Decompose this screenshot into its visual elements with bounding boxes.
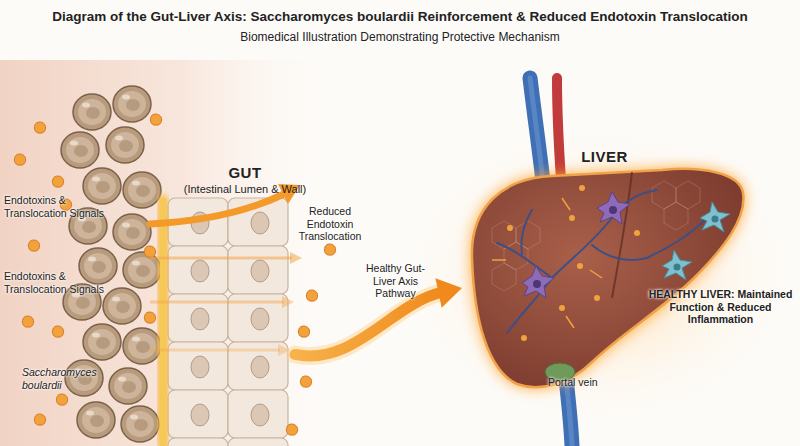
annotation-text: Endotoxins & Translocation Signals bbox=[4, 194, 116, 219]
hepatic-artery bbox=[557, 78, 561, 180]
epithelial-cell bbox=[228, 246, 288, 294]
yeast-cell bbox=[79, 248, 117, 284]
endotoxin-particle bbox=[144, 312, 155, 323]
arrow-head bbox=[278, 344, 290, 356]
gut-panel: GUT(Intestinal Lumen & Wall) bbox=[55, 160, 295, 446]
reduced-translocation-arrow bbox=[150, 257, 292, 260]
endotoxin-particle bbox=[306, 290, 317, 301]
subtitle: Biomedical Illustration Demonstrating Pr… bbox=[150, 31, 650, 44]
endotoxin-particle bbox=[14, 154, 25, 165]
translocation-arrow bbox=[150, 194, 284, 224]
yeast-cell bbox=[109, 368, 147, 404]
panel-subheading: (Intestinal Lumen & Wall) bbox=[155, 183, 335, 195]
kupffer-cell bbox=[597, 192, 630, 224]
yeast-cell bbox=[83, 168, 121, 204]
arrow-head bbox=[435, 278, 462, 307]
signal-arrows bbox=[492, 198, 602, 328]
liver-ligament bbox=[612, 172, 632, 298]
yeast-cell bbox=[123, 328, 161, 364]
epithelial-cell bbox=[168, 246, 228, 294]
vessel-label: Portal vein bbox=[548, 376, 628, 389]
arrow-shaft bbox=[295, 292, 442, 356]
gut-lumen-background bbox=[0, 60, 330, 446]
yeast-cell bbox=[123, 172, 161, 208]
liver-organ: LIVER bbox=[462, 148, 747, 398]
endotoxin-particle bbox=[22, 316, 33, 327]
organ-heading: LIVER bbox=[542, 148, 667, 165]
endotoxin-particle bbox=[28, 240, 39, 251]
edge-label: Healthy Gut-Liver Axis Pathway bbox=[356, 262, 436, 300]
annotation-text: Endotoxins & Translocation Signals bbox=[4, 270, 116, 295]
yeast-cell bbox=[77, 402, 115, 438]
endotoxin-particle bbox=[324, 244, 335, 255]
endotoxin-particle bbox=[52, 326, 63, 337]
endotoxin-particle bbox=[56, 394, 67, 405]
panel-heading: GUT bbox=[180, 164, 310, 181]
yeast-cell bbox=[113, 214, 151, 250]
liver-illustration bbox=[462, 148, 747, 398]
stellate-cell bbox=[662, 250, 692, 280]
epithelial-cell bbox=[228, 390, 288, 438]
yeast-cell bbox=[106, 127, 144, 163]
annotation-text: Reduced Endotoxin Translocation bbox=[290, 205, 370, 243]
arrow-head bbox=[290, 252, 302, 264]
organism-label: Saccharomyces boulardii bbox=[22, 366, 112, 391]
epithelial-cell bbox=[168, 390, 228, 438]
endotoxin-particle bbox=[300, 376, 311, 387]
tight-junction-barrier bbox=[160, 198, 166, 446]
reduced-translocation-arrow bbox=[150, 301, 284, 304]
liver-outline bbox=[472, 169, 744, 387]
arrow-glow bbox=[295, 292, 442, 356]
tight-junction-glow bbox=[158, 196, 168, 446]
endotoxin-particle bbox=[286, 424, 297, 435]
yeast-cell bbox=[73, 94, 111, 130]
lobule-texture bbox=[492, 181, 700, 291]
yeast-cell bbox=[121, 406, 159, 442]
yeast-cell bbox=[83, 324, 121, 360]
stellate-cell bbox=[700, 202, 730, 232]
yeast-cell bbox=[113, 86, 151, 122]
kupffer-cell bbox=[522, 266, 554, 298]
status-note: HEALTHY LIVER: Maintained Function & Red… bbox=[648, 288, 793, 326]
yeast-cell bbox=[61, 132, 99, 168]
liver-glow bbox=[385, 110, 800, 440]
endotoxin-particle bbox=[52, 176, 63, 187]
yeast-cell bbox=[103, 288, 141, 324]
epithelial-cell bbox=[228, 438, 288, 446]
endotoxin-particle bbox=[144, 246, 155, 257]
reduced-translocation-arrow bbox=[150, 349, 280, 352]
diagram-title: Diagram of the Gut-Liver Axis: Saccharom… bbox=[0, 9, 800, 24]
endotoxin-particle bbox=[298, 326, 309, 337]
epithelial-cell bbox=[168, 438, 228, 446]
endotoxin-particle bbox=[34, 414, 45, 425]
endotoxin-particle bbox=[34, 122, 45, 133]
endotoxin-particle bbox=[150, 114, 161, 125]
endotoxin-dots bbox=[507, 185, 640, 341]
arrow-head bbox=[282, 296, 294, 308]
